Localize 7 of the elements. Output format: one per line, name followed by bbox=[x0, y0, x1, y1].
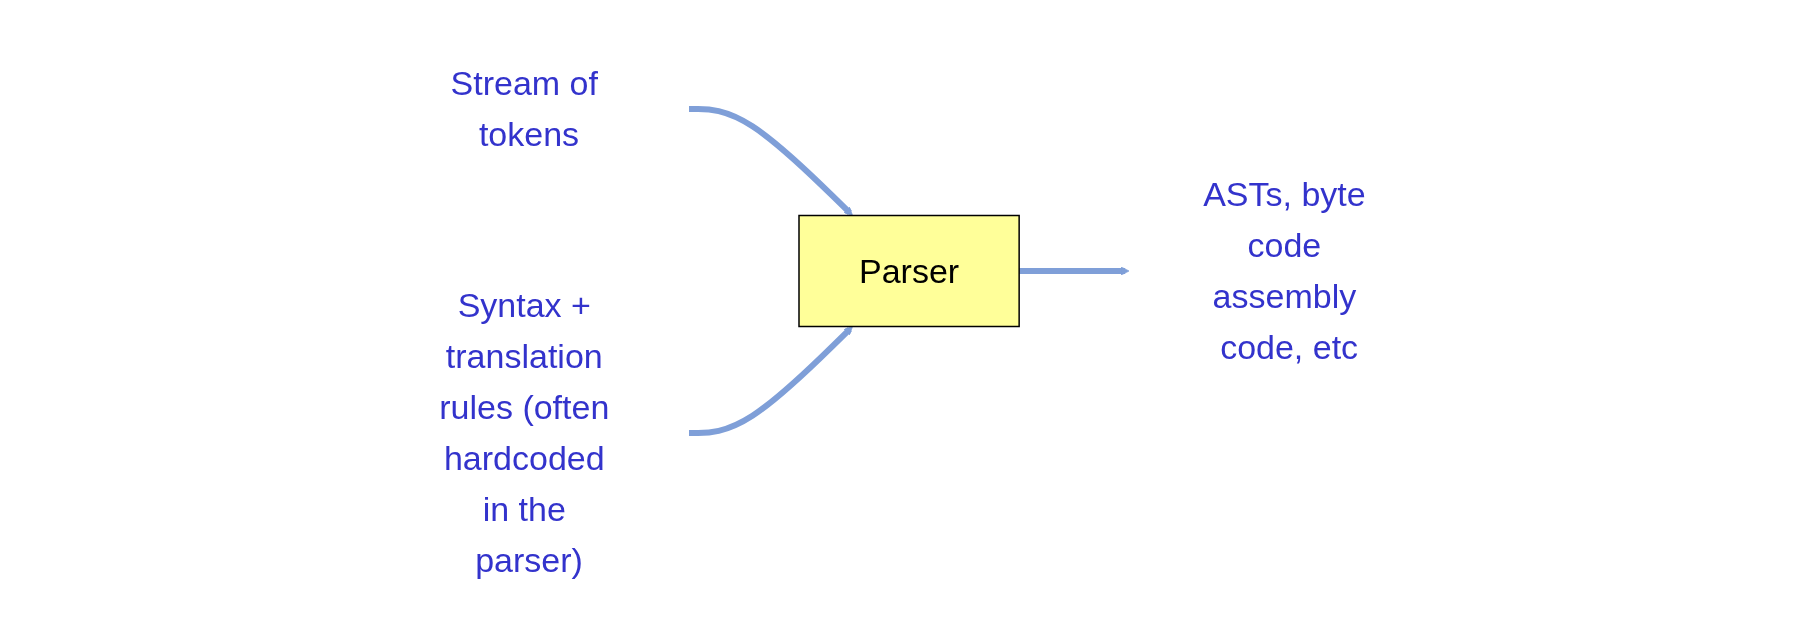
arrow bbox=[688, 106, 853, 216]
node-text: ASTs, byte code assembly code, etc bbox=[1203, 175, 1366, 366]
node-box: Parser bbox=[798, 214, 1020, 328]
node-text: Stream of tokens bbox=[450, 64, 598, 153]
arrow bbox=[688, 326, 853, 436]
arrow bbox=[1019, 266, 1130, 276]
node-text: Syntax + translation rules (often hardcoded in the parser) bbox=[439, 286, 610, 579]
